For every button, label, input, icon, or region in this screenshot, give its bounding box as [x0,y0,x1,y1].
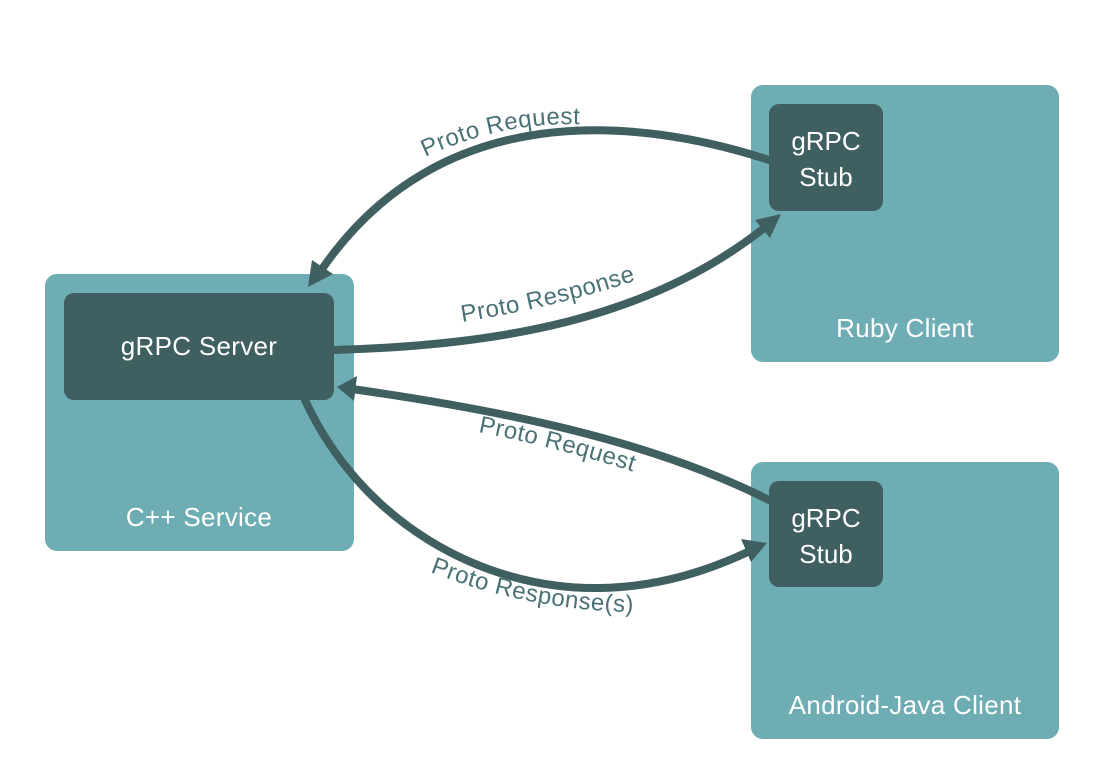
ruby-client-node: gRPC Stub Ruby Client [751,85,1059,362]
android-client-label: Android-Java Client [789,690,1022,720]
arrow-android-request-line [348,385,773,504]
grpc-server-label: gRPC Server [121,331,277,361]
edge-ruby-response: Proto Response [330,214,781,354]
ruby-stub-label-line1: gRPC [791,126,860,156]
grpc-server-box [64,293,334,400]
ruby-stub-label-line2: Stub [799,162,853,192]
android-grpc-stub-box [769,481,883,587]
arrow-ruby-request-head [308,260,333,287]
ruby-client-label: Ruby Client [836,313,974,343]
arrow-android-response-head [741,539,767,562]
ruby-grpc-stub-box [769,104,883,211]
edge-label-ruby-response-text: Proto Response [459,260,638,328]
arrow-ruby-response-head [755,214,781,238]
edge-android-request: Proto Request [337,376,773,504]
android-stub-label-line1: gRPC [791,503,860,533]
arrow-android-response-line [301,396,756,593]
arrow-ruby-response-line [330,221,772,354]
edge-label-ruby-response: Proto Response [459,260,638,328]
edge-label-android-request: Proto Request [477,411,640,477]
edge-label-android-request-text: Proto Request [477,411,639,477]
arrow-ruby-request-line [316,126,773,276]
android-client-node: gRPC Stub Android-Java Client [751,462,1059,739]
edge-ruby-request: Proto Request [308,103,773,287]
cpp-service-label: C++ Service [126,502,272,532]
arrow-android-request-head [337,376,357,401]
android-stub-label-line2: Stub [799,539,853,569]
cpp-service-node: gRPC Server C++ Service [45,274,354,551]
